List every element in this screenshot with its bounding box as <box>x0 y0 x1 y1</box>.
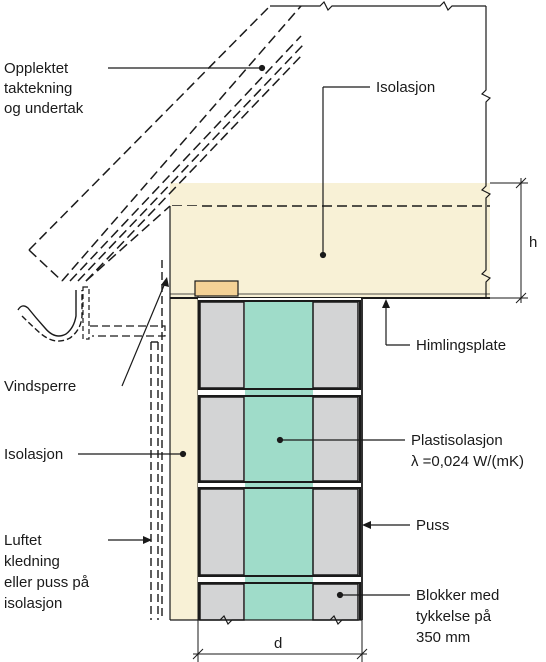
label-render: Puss <box>416 517 449 534</box>
label-insulation-side: Isolasjon <box>4 446 63 463</box>
arrow-himlingsplate <box>382 299 390 308</box>
label-dim-h: h <box>529 234 537 251</box>
vented-cladding <box>150 260 163 620</box>
label-cladding-1: Luftet <box>4 532 42 549</box>
arrow-cladding <box>143 536 152 544</box>
arrow-puss <box>362 521 371 529</box>
attic-insulation <box>170 183 490 298</box>
wall-insulation-strip <box>170 206 198 620</box>
label-roof-1: Opplektet <box>4 60 69 77</box>
label-dim-d: d <box>274 635 282 652</box>
dimension-d <box>192 620 368 662</box>
label-roof-2: taktekning <box>4 80 72 97</box>
dimension-h <box>490 177 528 304</box>
plastic-insulation-core <box>245 300 313 620</box>
gutter <box>17 290 77 337</box>
right-break-line <box>480 6 492 298</box>
label-insulation-top: Isolasjon <box>376 79 435 96</box>
arrow-vindsperre <box>161 277 169 287</box>
label-plastic-insulation-2: λ =0,024 W/(mK) <box>411 453 524 470</box>
label-blocks-2: tykkelse på <box>416 608 492 625</box>
label-blocks-3: 350 mm <box>416 629 470 646</box>
label-plastic-insulation-1: Plastisolasjon <box>411 432 503 449</box>
leaders <box>78 64 410 599</box>
label-cladding-4: isolasjon <box>4 595 62 612</box>
label-roof-3: og undertak <box>4 100 84 117</box>
label-cladding-2: kledning <box>4 553 60 570</box>
label-ceiling-board: Himlingsplate <box>416 337 506 354</box>
label-wind-barrier: Vindsperre <box>4 378 76 395</box>
block-wall <box>198 298 361 621</box>
label-blocks-1: Blokker med <box>416 587 499 604</box>
roof-dashed <box>28 5 304 282</box>
label-cladding-3: eller puss på <box>4 574 90 591</box>
top-plate <box>194 280 239 297</box>
